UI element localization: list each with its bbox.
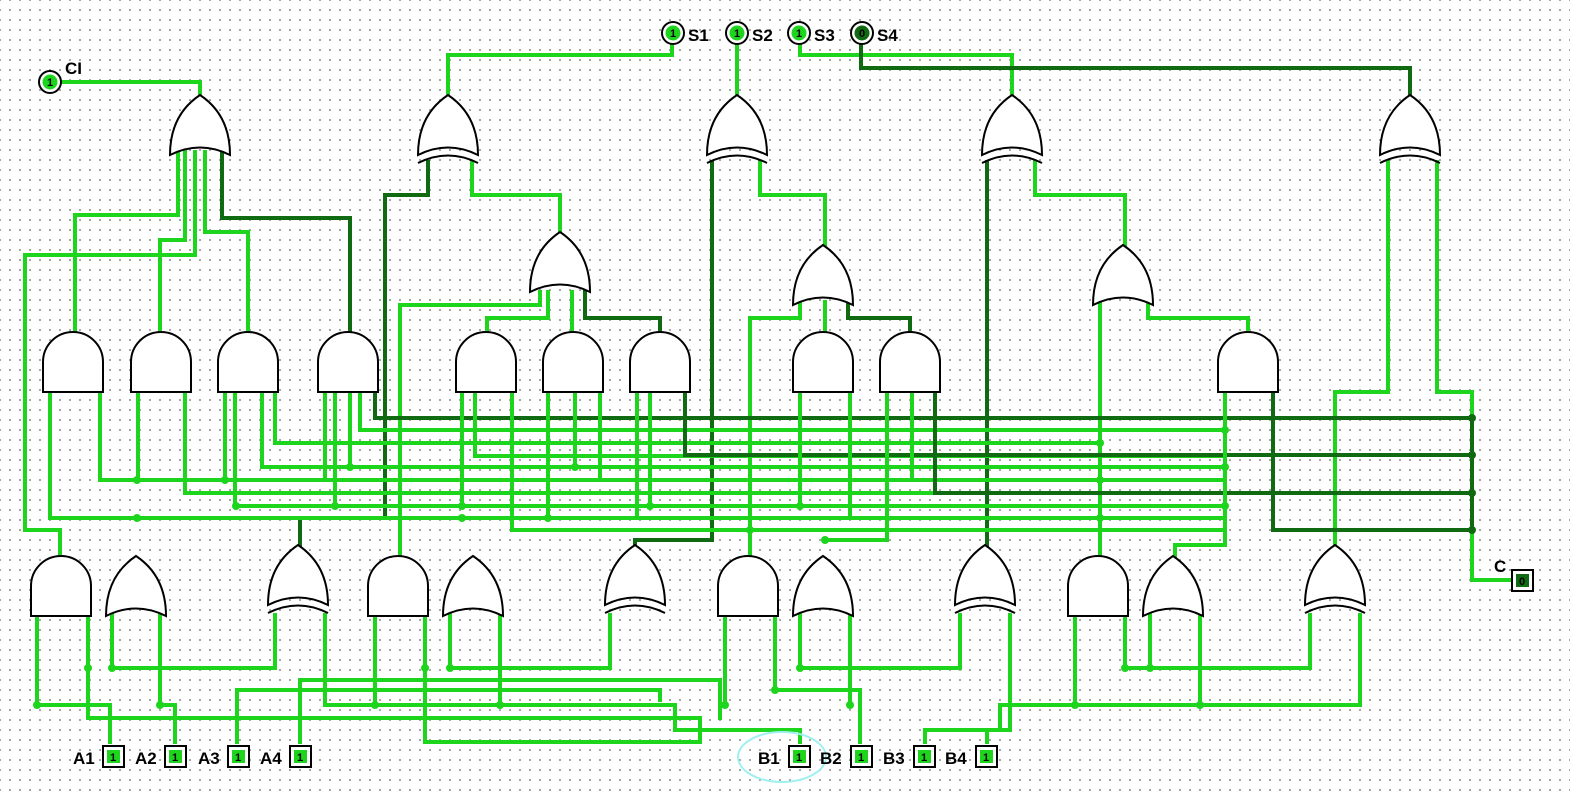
pin-b2[interactable]: 1 B2: [820, 745, 873, 768]
a2-value: 1: [172, 752, 178, 764]
and-gate-bit4[interactable]: [1067, 555, 1129, 617]
and-gate-bit1[interactable]: [30, 555, 92, 617]
and-gate-mid-8[interactable]: [792, 331, 854, 393]
and-gate-mid-2[interactable]: [130, 331, 192, 393]
pin-a3[interactable]: 1 A3: [198, 745, 250, 768]
s2-label: S2: [752, 26, 773, 45]
carry-out-label: C: [1494, 557, 1506, 576]
b3-value: 1: [921, 752, 927, 764]
s1-label: S1: [688, 26, 709, 45]
carry-out-value: 0: [1519, 576, 1525, 588]
or-gate-mid-1[interactable]: [529, 231, 591, 293]
a3-value: 1: [235, 752, 241, 764]
b2-label: B2: [820, 749, 842, 768]
b1-value: 1: [796, 752, 802, 764]
and-gate-mid-1[interactable]: [42, 331, 104, 393]
or-gate-bit4[interactable]: [1142, 555, 1204, 617]
s1-value: 1: [670, 28, 676, 40]
xor-gate-s2[interactable]: [706, 94, 768, 164]
and-gate-mid-7[interactable]: [629, 331, 691, 393]
pin-a4[interactable]: 1 A4: [260, 745, 312, 768]
a2-label: A2: [135, 749, 157, 768]
pin-b3[interactable]: 1 B3: [883, 745, 936, 768]
or-gate-carry[interactable]: [169, 94, 231, 156]
s2-value: 1: [734, 28, 740, 40]
a4-label: A4: [260, 749, 282, 768]
a4-value: 1: [297, 752, 303, 764]
xor-gate-bit3[interactable]: [954, 544, 1016, 614]
pin-a1[interactable]: 1 A1: [73, 745, 125, 768]
and-gate-mid-5[interactable]: [455, 331, 517, 393]
carry-in-label: CI: [65, 59, 82, 78]
pin-s4[interactable]: 0 S4: [850, 21, 898, 45]
pin-s1[interactable]: 1 S1: [661, 21, 709, 45]
b1-label: B1: [758, 749, 780, 768]
and-gate-mid-4[interactable]: [317, 331, 379, 393]
a1-label: A1: [73, 749, 95, 768]
xor-gate-s3[interactable]: [981, 94, 1043, 164]
a3-label: A3: [198, 749, 220, 768]
a1-value: 1: [110, 752, 116, 764]
s3-value: 1: [796, 28, 802, 40]
s4-value: 0: [859, 28, 865, 40]
selection-highlight: [737, 731, 827, 783]
pin-a2[interactable]: 1 A2: [135, 745, 187, 768]
xor-gate-s4[interactable]: [1379, 94, 1441, 164]
xor-gate-s1[interactable]: [417, 94, 479, 164]
pin-s2[interactable]: 1 S2: [725, 21, 773, 45]
b4-value: 1: [983, 752, 989, 764]
xor-gate-bit4[interactable]: [1304, 544, 1366, 614]
or-gate-bit2[interactable]: [442, 555, 504, 617]
and-gate-bit2[interactable]: [367, 555, 429, 617]
pin-b4[interactable]: 1 B4: [945, 745, 998, 768]
and-gate-mid-10[interactable]: [1217, 331, 1279, 393]
wires: [23, 40, 1514, 744]
xor-gate-bit2[interactable]: [604, 544, 666, 614]
b3-label: B3: [883, 749, 905, 768]
s3-label: S3: [814, 26, 835, 45]
pin-b1[interactable]: 1 B1: [758, 745, 811, 768]
and-gate-mid-9[interactable]: [879, 331, 941, 393]
pin-carry-out[interactable]: 0 C: [1494, 557, 1534, 592]
or-gate-bit1[interactable]: [105, 555, 167, 617]
b2-value: 1: [858, 752, 864, 764]
b4-label: B4: [945, 749, 967, 768]
s4-label: S4: [877, 26, 898, 45]
pin-s3[interactable]: 1 S3: [787, 21, 835, 45]
or-gate-bit3[interactable]: [792, 555, 854, 617]
or-gate-mid-3[interactable]: [1092, 244, 1154, 306]
and-gate-mid-6[interactable]: [542, 331, 604, 393]
carry-in-value: 1: [47, 77, 53, 89]
and-gate-bit3[interactable]: [717, 555, 779, 617]
or-gate-mid-2[interactable]: [792, 244, 854, 306]
xor-gate-bit1[interactable]: [267, 544, 329, 614]
pin-carry-in[interactable]: 1 CI: [38, 59, 82, 94]
and-gate-mid-3[interactable]: [217, 331, 279, 393]
